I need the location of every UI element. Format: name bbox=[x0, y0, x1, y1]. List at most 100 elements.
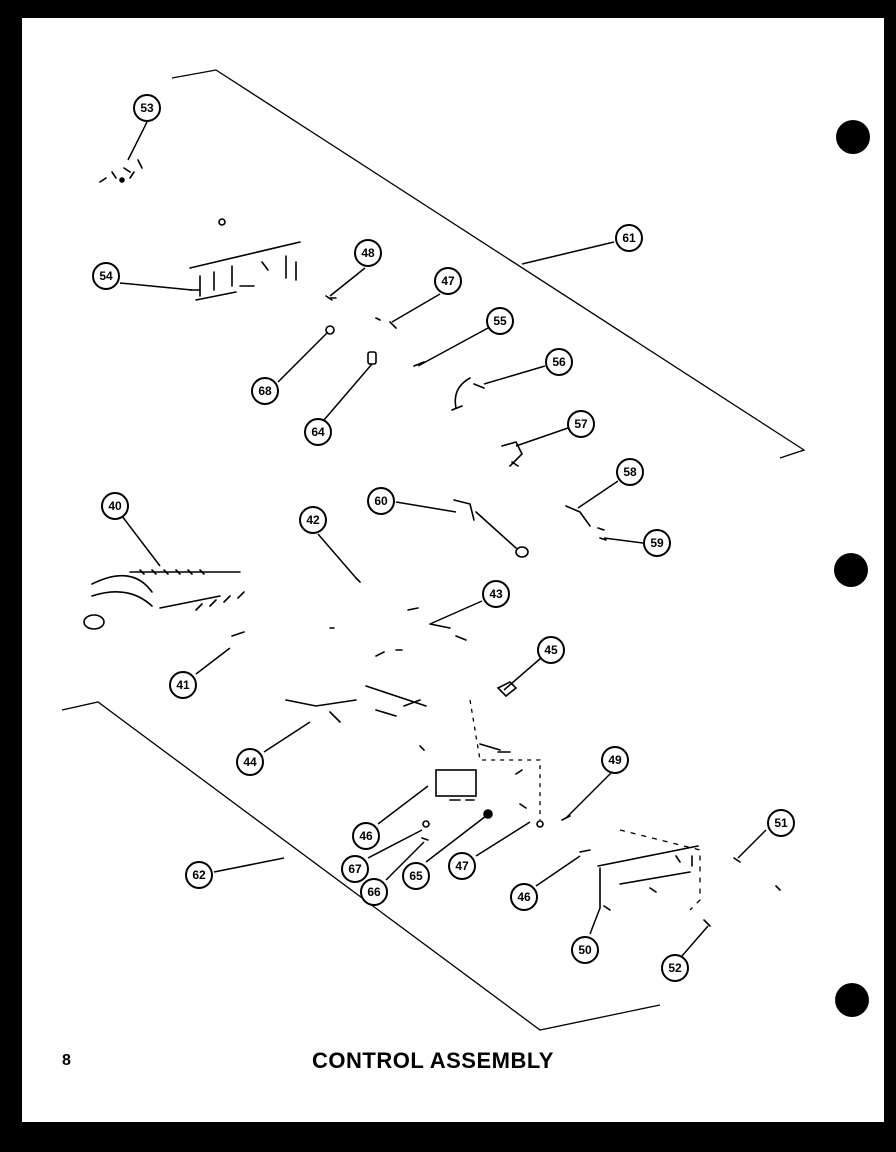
part-68-washer bbox=[325, 325, 335, 335]
callout-66[interactable]: 66 bbox=[360, 878, 388, 906]
part-52-pin bbox=[703, 919, 711, 927]
svg-text:66: 66 bbox=[367, 885, 381, 899]
binder-hole-middle bbox=[834, 553, 868, 587]
svg-text:49: 49 bbox=[608, 753, 622, 767]
callout-67[interactable]: 67 bbox=[341, 855, 369, 883]
bracket-outline bbox=[619, 829, 701, 911]
svg-text:45: 45 bbox=[544, 643, 558, 657]
binder-holes bbox=[834, 120, 870, 1017]
svg-text:59: 59 bbox=[650, 536, 664, 550]
svg-text:61: 61 bbox=[622, 231, 636, 245]
part-60-shaft bbox=[453, 499, 529, 558]
svg-text:60: 60 bbox=[374, 494, 388, 508]
callout-46-left[interactable]: 46 bbox=[352, 822, 380, 850]
callout-65[interactable]: 65 bbox=[402, 862, 430, 890]
svg-text:44: 44 bbox=[243, 755, 257, 769]
callout-48-top[interactable]: 48 bbox=[354, 239, 382, 267]
svg-text:51: 51 bbox=[774, 816, 788, 830]
part-54-control-panel bbox=[189, 218, 301, 301]
paper-sheet bbox=[22, 18, 884, 1122]
svg-text:46: 46 bbox=[359, 829, 373, 843]
svg-text:47: 47 bbox=[441, 274, 455, 288]
svg-text:53: 53 bbox=[140, 101, 154, 115]
part-64-bushing bbox=[367, 351, 377, 365]
part-51-screw bbox=[733, 857, 781, 891]
binder-hole-top bbox=[836, 120, 870, 154]
callout-54[interactable]: 54 bbox=[92, 262, 120, 290]
part-55-rod bbox=[413, 361, 425, 367]
callout-57[interactable]: 57 bbox=[567, 410, 595, 438]
svg-text:54: 54 bbox=[99, 269, 113, 283]
svg-text:65: 65 bbox=[409, 869, 423, 883]
callout-62[interactable]: 62 bbox=[185, 861, 213, 889]
svg-text:47: 47 bbox=[455, 859, 469, 873]
callout-47-bottom[interactable]: 47 bbox=[448, 852, 476, 880]
part-50-bracket-plate bbox=[597, 845, 699, 911]
svg-text:46: 46 bbox=[517, 890, 531, 904]
part-67-screw bbox=[422, 820, 430, 828]
svg-text:55: 55 bbox=[493, 314, 507, 328]
part-43-panel bbox=[329, 607, 467, 657]
callout-55[interactable]: 55 bbox=[486, 307, 514, 335]
svg-text:50: 50 bbox=[578, 943, 592, 957]
part-57-clip bbox=[501, 441, 523, 467]
callout-45[interactable]: 45 bbox=[537, 636, 565, 664]
part-48-screw-top bbox=[325, 295, 337, 301]
part-41-connector bbox=[231, 631, 245, 637]
part-66-nut bbox=[421, 837, 429, 841]
svg-text:48: 48 bbox=[361, 246, 375, 260]
callout-58[interactable]: 58 bbox=[616, 458, 644, 486]
callouts: 53 54 48 47 61 55 56 68 bbox=[92, 94, 795, 982]
callout-56[interactable]: 56 bbox=[545, 348, 573, 376]
callout-50[interactable]: 50 bbox=[571, 936, 599, 964]
part-44-chassis bbox=[285, 685, 427, 723]
svg-text:41: 41 bbox=[176, 678, 190, 692]
control-box-outline bbox=[469, 699, 541, 820]
svg-text:58: 58 bbox=[623, 465, 637, 479]
callout-41[interactable]: 41 bbox=[169, 671, 197, 699]
svg-text:67: 67 bbox=[348, 862, 362, 876]
binder-hole-bottom bbox=[835, 983, 869, 1017]
part-42-screw bbox=[355, 577, 361, 583]
page-number: 8 bbox=[62, 1052, 71, 1069]
callout-61[interactable]: 61 bbox=[615, 224, 643, 252]
part-46-control-box bbox=[419, 743, 527, 809]
svg-text:40: 40 bbox=[108, 499, 122, 513]
part-58-59-linkage bbox=[565, 505, 607, 541]
part-53-wire-harness bbox=[99, 159, 143, 183]
svg-text:42: 42 bbox=[306, 513, 320, 527]
part-47-clip-top bbox=[375, 317, 397, 329]
part-48-clip-bottom bbox=[579, 849, 591, 853]
callout-64[interactable]: 64 bbox=[304, 418, 332, 446]
svg-text:57: 57 bbox=[574, 417, 588, 431]
callout-46-right[interactable]: 46 bbox=[510, 883, 538, 911]
callout-60[interactable]: 60 bbox=[367, 487, 395, 515]
callout-53[interactable]: 53 bbox=[133, 94, 161, 122]
callout-68[interactable]: 68 bbox=[251, 377, 279, 405]
part-45-knob bbox=[496, 681, 518, 698]
part-47-clip-bottom bbox=[536, 820, 544, 828]
svg-text:62: 62 bbox=[192, 868, 206, 882]
part-56-bracket bbox=[451, 377, 485, 411]
callout-42[interactable]: 42 bbox=[299, 506, 327, 534]
callout-47-top[interactable]: 47 bbox=[434, 267, 462, 295]
parts bbox=[83, 159, 781, 927]
callout-49[interactable]: 49 bbox=[601, 746, 629, 774]
scan-edge bbox=[0, 1126, 896, 1152]
svg-text:64: 64 bbox=[311, 425, 325, 439]
assembly-outlines bbox=[61, 69, 806, 1031]
callout-43[interactable]: 43 bbox=[482, 580, 510, 608]
svg-text:52: 52 bbox=[668, 961, 682, 975]
svg-text:43: 43 bbox=[489, 587, 503, 601]
callout-40[interactable]: 40 bbox=[101, 492, 129, 520]
callout-51[interactable]: 51 bbox=[767, 809, 795, 837]
page-title: CONTROL ASSEMBLY bbox=[312, 1048, 554, 1073]
callout-44[interactable]: 44 bbox=[236, 748, 264, 776]
part-40-switch-bank bbox=[83, 569, 245, 630]
callout-59[interactable]: 59 bbox=[643, 529, 671, 557]
callout-leaders bbox=[119, 121, 767, 957]
svg-text:56: 56 bbox=[552, 355, 566, 369]
callout-52[interactable]: 52 bbox=[661, 954, 689, 982]
lower-assembly-outline bbox=[61, 701, 661, 1031]
